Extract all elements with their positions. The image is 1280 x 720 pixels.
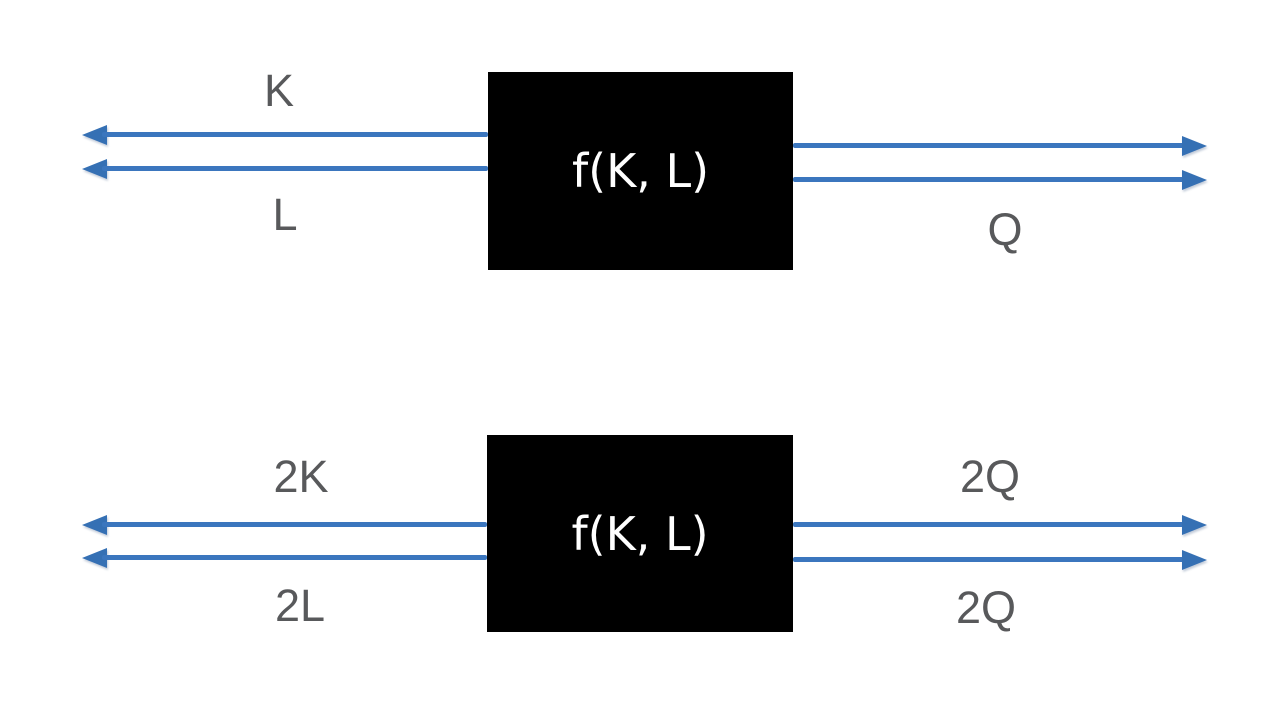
output-arrow-q-top	[793, 136, 1207, 156]
input-arrow-2l	[82, 548, 487, 568]
output-arrow-2q-top	[793, 515, 1207, 535]
input-arrow-2k	[82, 515, 487, 535]
output-label-2q-top: 2Q	[959, 451, 1021, 502]
input-label-l: L	[272, 189, 298, 240]
output-label-2q-bottom: 2Q	[955, 582, 1017, 633]
input-label-2k: 2K	[273, 451, 329, 502]
input-arrow-k	[82, 125, 488, 145]
output-label-q: Q	[987, 204, 1023, 255]
input-label-2l: 2L	[274, 580, 326, 631]
function-box-label: f(K, L)	[571, 144, 710, 198]
right-arrowhead-icon	[1182, 170, 1207, 190]
right-arrowhead-icon	[1182, 515, 1207, 535]
output-arrow-q-bottom	[793, 170, 1207, 190]
input-label-k: K	[263, 65, 294, 116]
right-arrowhead-icon	[1182, 136, 1207, 156]
left-arrowhead-icon	[82, 125, 107, 145]
output-arrow-2q-bottom	[793, 550, 1207, 570]
function-box-top: f(K, L)	[488, 72, 793, 270]
input-arrow-l	[82, 159, 488, 179]
left-arrowhead-icon	[82, 515, 107, 535]
left-arrowhead-icon	[82, 548, 107, 568]
function-box-bottom: f(K, L)	[487, 435, 793, 632]
right-arrowhead-icon	[1182, 550, 1207, 570]
left-arrowhead-icon	[82, 159, 107, 179]
function-box-label: f(K, L)	[571, 506, 709, 561]
